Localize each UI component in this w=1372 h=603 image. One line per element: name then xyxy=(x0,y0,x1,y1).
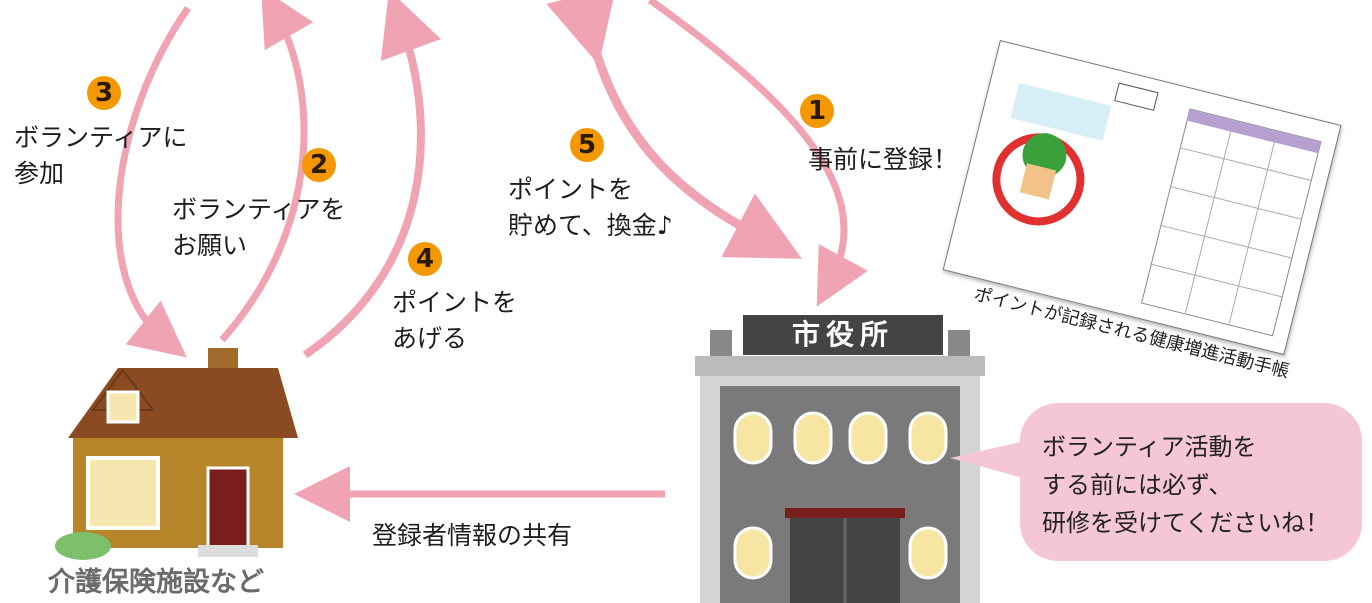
city-hall-sign: 市役所 xyxy=(743,315,943,355)
arrow-step-2 xyxy=(219,0,314,343)
step-2-label: ボランティアを お願い xyxy=(172,195,346,260)
speech-bubble-tail xyxy=(950,440,1030,480)
booklet-page-icon xyxy=(992,82,1322,337)
step-5-number: 5 xyxy=(570,128,604,162)
health-activity-booklet xyxy=(942,40,1342,356)
facility-label: 介護保険施設など xyxy=(48,567,264,598)
step-2-number: 2 xyxy=(302,148,336,182)
step-1-number: 1 xyxy=(800,94,834,128)
step-1-label: 事前に登録！ xyxy=(808,145,959,174)
city-hall-building-icon xyxy=(695,330,985,603)
step-4-label: ポイントを あげる xyxy=(392,288,518,353)
speech-bubble xyxy=(1020,403,1362,561)
arrow-step-3 xyxy=(114,6,191,358)
step-3-number: 3 xyxy=(87,76,121,110)
speech-bubble-text: ボランティア活動を する前には必ず、 研修を受けてくださいね！ xyxy=(1042,433,1330,537)
step-3-label: ボランティアに 参加 xyxy=(14,123,188,188)
arrow-step-4 xyxy=(302,0,441,359)
arrow-step-1 xyxy=(647,0,868,307)
step-4-number: 4 xyxy=(408,242,442,276)
arrow-step-5 xyxy=(546,0,802,259)
care-facility-house-icon xyxy=(55,348,298,560)
step-5-label: ポイントを 貯めて、換金♪ xyxy=(508,175,673,240)
share-label: 登録者情報の共有 xyxy=(372,521,573,550)
